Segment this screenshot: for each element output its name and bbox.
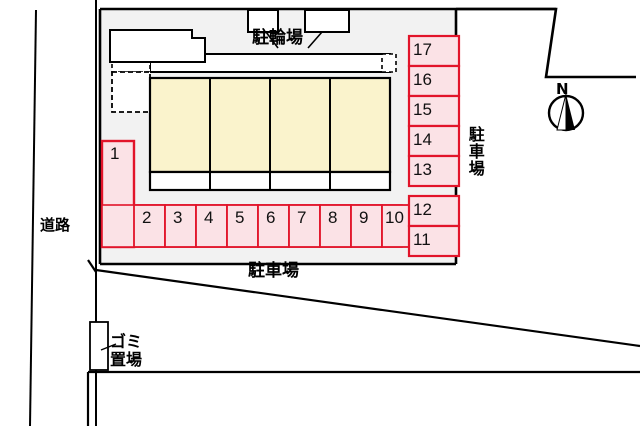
parking-stall-10-label: 10: [385, 208, 404, 227]
label-parking-bottom: 駐車場: [248, 261, 299, 281]
parking-stall-6-label: 6: [266, 208, 276, 227]
compass-north-label: N: [556, 80, 569, 98]
parking-stall-9-label: 9: [359, 208, 369, 227]
parking-stall-2[interactable]: [133, 204, 166, 248]
parking-stall-4[interactable]: [195, 204, 228, 248]
parking-stall-3-label: 3: [173, 208, 183, 227]
bicycle-parking-racks: [247, 9, 350, 49]
parking-stall-13[interactable]: [407, 154, 461, 188]
compass-needle-light: [556, 93, 567, 131]
parking-stall-7-label: 7: [297, 208, 307, 227]
parking-column-right: [407, 34, 461, 258]
parking-stall-12-label: 12: [413, 200, 432, 219]
parking-stall-4-label: 4: [204, 208, 214, 227]
parking-stall-2-label: 2: [142, 208, 152, 227]
annex-structure: [109, 29, 206, 63]
porch-dashed-west: [111, 71, 151, 113]
lower-boundary: [86, 259, 640, 426]
parking-stall-17[interactable]: [407, 34, 461, 68]
parking-stall-7[interactable]: [288, 204, 321, 248]
parking-stall-11-label: 11: [413, 230, 431, 249]
stair-box-east: [381, 53, 397, 73]
bicycle-leader-2: [307, 31, 323, 49]
label-parking-right: 駐車場: [465, 126, 485, 177]
bicycle-leader-1: [265, 31, 279, 49]
compass-needle-dark: [566, 94, 575, 130]
label-garbage-line2: 置場: [110, 350, 143, 369]
parking-stall-3[interactable]: [164, 204, 197, 248]
parking-stall-5-label: 5: [235, 208, 245, 227]
parking-stall-16[interactable]: [407, 64, 461, 98]
apartment-building: [111, 53, 397, 192]
parking-stall-14-label: 14: [413, 130, 432, 149]
parking-stall-14[interactable]: [407, 124, 461, 158]
compass-rose: [547, 93, 585, 132]
parking-stall-1-label: 1: [110, 144, 120, 163]
bicycle-rack-2: [304, 9, 350, 33]
parking-stall-16-label: 16: [413, 70, 432, 89]
parking-stall-15-label: 15: [413, 100, 432, 119]
label-bicycle-parking: 駐輪場: [252, 28, 303, 48]
label-road: 道路: [40, 216, 71, 234]
parking-stall-8-label: 8: [328, 208, 338, 227]
parking-stall-13-label: 13: [413, 160, 432, 179]
parking-stall-15[interactable]: [407, 94, 461, 128]
parking-stall-8[interactable]: [319, 204, 352, 248]
parking-stall-17-label: 17: [413, 40, 432, 59]
bicycle-rack-1: [247, 9, 279, 33]
road-area: [29, 0, 97, 426]
label-garbage-line1: ゴミ: [110, 332, 143, 351]
parking-row-bottom: [101, 204, 414, 248]
garbage-area-box: [89, 321, 117, 371]
parking-stall-11[interactable]: [407, 224, 461, 258]
